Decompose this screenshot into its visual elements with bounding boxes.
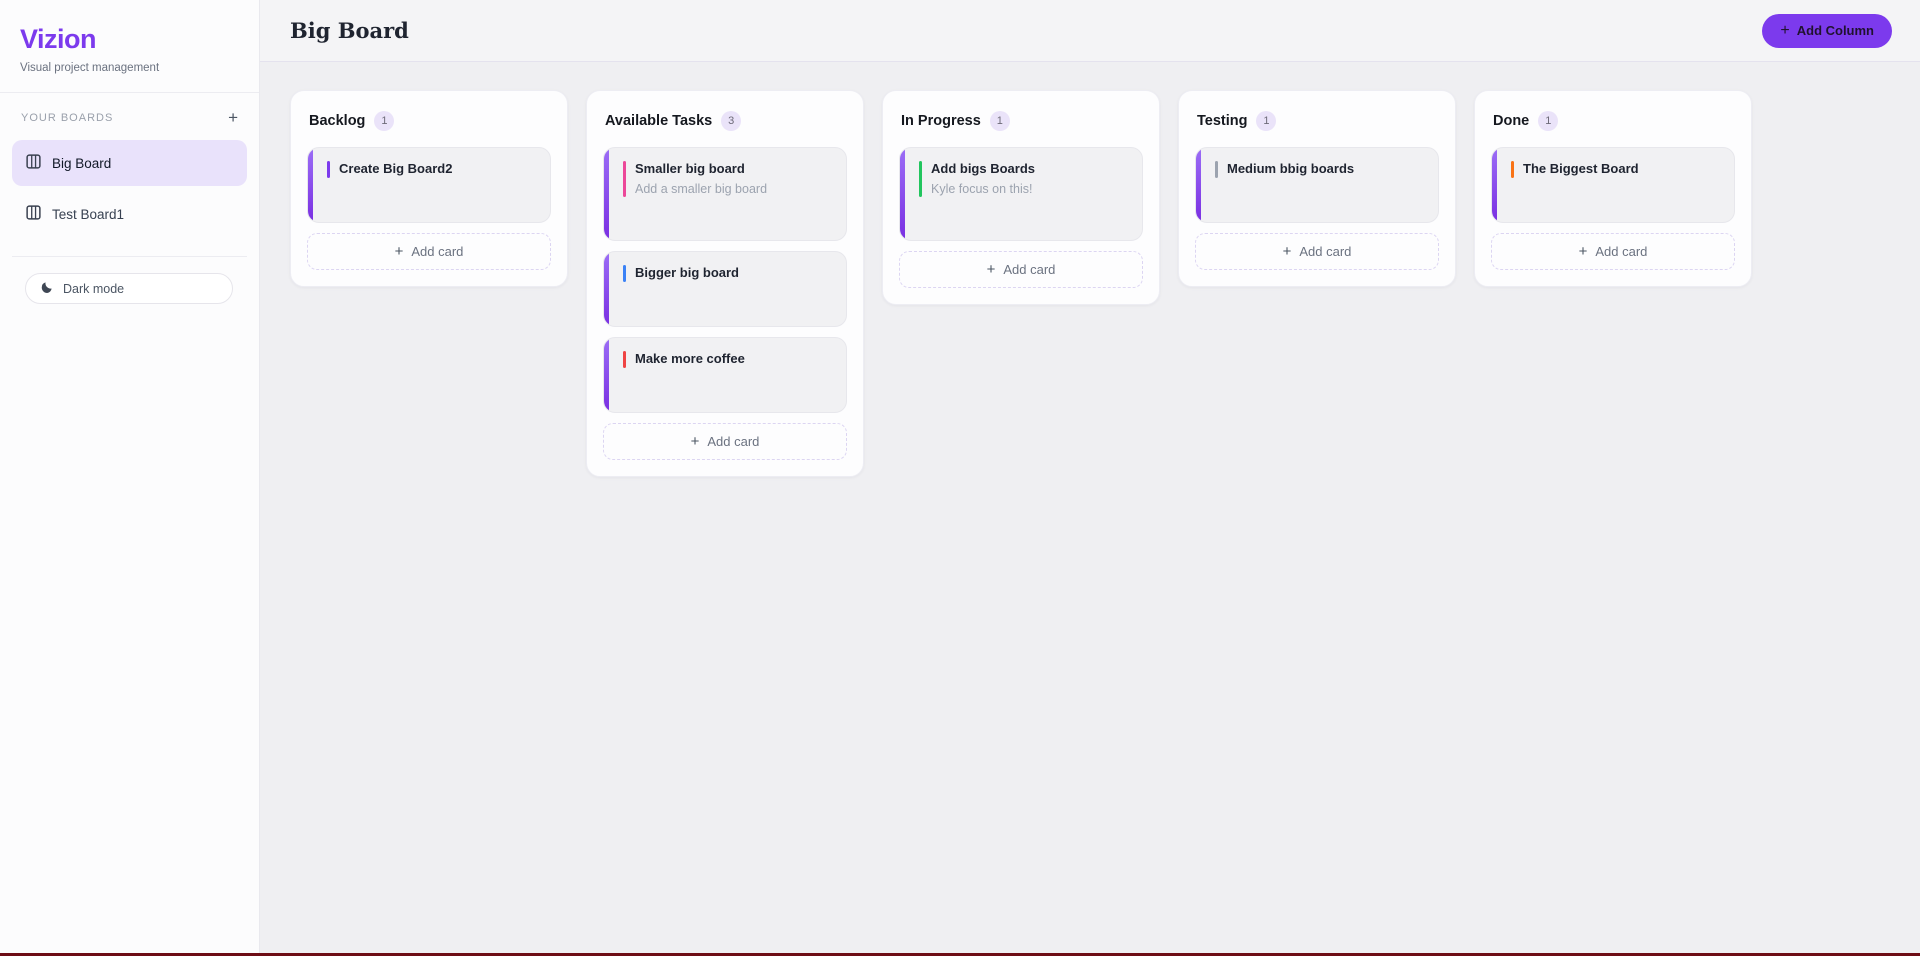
card-title: Bigger big board bbox=[635, 265, 739, 280]
column-cards: The Biggest Board bbox=[1491, 147, 1735, 223]
card-subtitle: Add a smaller big board bbox=[635, 181, 768, 196]
card-title: Smaller big board bbox=[635, 161, 745, 176]
kanban-column: Done 1 The Biggest Board + Add card bbox=[1474, 90, 1752, 287]
column-header: Testing 1 bbox=[1197, 111, 1437, 131]
kanban-card[interactable]: The Biggest Board bbox=[1491, 147, 1735, 223]
add-card-button[interactable]: + Add card bbox=[1491, 233, 1735, 270]
kanban-card[interactable]: Medium bbig boards bbox=[1195, 147, 1439, 223]
column-cards: Medium bbig boards bbox=[1195, 147, 1439, 223]
add-card-button[interactable]: + Add card bbox=[1195, 233, 1439, 270]
board-columns: Backlog 1 Create Big Board2 + Add card A… bbox=[260, 62, 1920, 477]
card-priority-bar bbox=[623, 265, 626, 282]
card-title: The Biggest Board bbox=[1523, 161, 1639, 176]
app-logo: Vizion bbox=[20, 24, 97, 54]
kanban-column: In Progress 1 Add bigs Boards Kyle focus… bbox=[882, 90, 1160, 305]
column-cards: Smaller big board Add a smaller big boar… bbox=[603, 147, 847, 413]
column-header: Done 1 bbox=[1493, 111, 1733, 131]
kanban-column: Testing 1 Medium bbig boards + Add card bbox=[1178, 90, 1456, 287]
your-boards-label: YOUR BOARDS bbox=[21, 111, 114, 124]
card-priority-bar bbox=[623, 161, 626, 198]
card-title: Medium bbig boards bbox=[1227, 161, 1355, 176]
board-icon bbox=[26, 154, 41, 172]
moon-icon bbox=[40, 280, 54, 297]
column-header: Backlog 1 bbox=[309, 111, 549, 131]
column-title: Backlog bbox=[309, 113, 366, 129]
card-priority-bar bbox=[623, 351, 626, 368]
column-count-badge: 1 bbox=[989, 111, 1010, 131]
plus-icon: + bbox=[228, 108, 238, 127]
plus-icon: + bbox=[690, 433, 700, 450]
add-card-label: Add card bbox=[1003, 262, 1056, 277]
boards-section: YOUR BOARDS + Big Board Test Board1 bbox=[0, 93, 259, 252]
page-title: Big Board bbox=[290, 18, 409, 43]
board-icon bbox=[26, 205, 41, 223]
add-card-button[interactable]: + Add card bbox=[603, 423, 847, 460]
add-column-button[interactable]: + Add Column bbox=[1762, 13, 1892, 48]
bottom-accent-bar bbox=[0, 953, 1920, 956]
plus-icon: + bbox=[1282, 243, 1292, 260]
add-card-label: Add card bbox=[707, 434, 760, 449]
column-title: Done bbox=[1493, 113, 1530, 129]
kanban-card[interactable]: Create Big Board2 bbox=[307, 147, 551, 223]
main-header: Big Board + Add Column bbox=[260, 0, 1920, 62]
add-card-label: Add card bbox=[1299, 244, 1352, 259]
column-count-badge: 1 bbox=[1256, 111, 1277, 131]
add-column-label: Add Column bbox=[1796, 23, 1874, 38]
kanban-card[interactable]: Smaller big board Add a smaller big boar… bbox=[603, 147, 847, 241]
card-priority-bar bbox=[919, 161, 922, 198]
sidebar-header: Vizion Visual project management bbox=[0, 0, 259, 92]
add-card-label: Add card bbox=[411, 244, 464, 259]
add-board-button[interactable]: + bbox=[228, 109, 238, 126]
plus-icon: + bbox=[1578, 243, 1588, 260]
kanban-card[interactable]: Bigger big board bbox=[603, 251, 847, 327]
dark-mode-toggle[interactable]: Dark mode bbox=[25, 273, 233, 304]
board-list: Big Board Test Board1 bbox=[12, 140, 247, 237]
sidebar-divider bbox=[0, 92, 259, 93]
card-subtitle: Kyle focus on this! bbox=[931, 181, 1033, 196]
board-item-label: Test Board1 bbox=[52, 206, 125, 222]
column-cards: Add bigs Boards Kyle focus on this! bbox=[899, 147, 1143, 241]
sidebar: Vizion Visual project management YOUR BO… bbox=[0, 0, 260, 956]
add-card-button[interactable]: + Add card bbox=[307, 233, 551, 270]
dark-mode-label: Dark mode bbox=[63, 281, 125, 296]
card-priority-bar bbox=[327, 161, 330, 178]
card-priority-bar bbox=[1511, 161, 1514, 178]
main-area: Big Board + Add Column Backlog 1 Create … bbox=[260, 0, 1920, 956]
sidebar-divider-2 bbox=[12, 256, 247, 257]
plus-icon: + bbox=[1780, 21, 1790, 39]
column-title: In Progress bbox=[901, 113, 981, 129]
column-cards: Create Big Board2 bbox=[307, 147, 551, 223]
column-count-badge: 3 bbox=[721, 111, 742, 131]
column-title: Available Tasks bbox=[605, 113, 713, 129]
add-card-label: Add card bbox=[1595, 244, 1648, 259]
plus-icon: + bbox=[394, 243, 404, 260]
kanban-column: Available Tasks 3 Smaller big board Add … bbox=[586, 90, 864, 477]
card-title: Add bigs Boards bbox=[931, 161, 1036, 176]
app-tagline: Visual project management bbox=[20, 62, 160, 74]
add-card-button[interactable]: + Add card bbox=[899, 251, 1143, 288]
kanban-card[interactable]: Make more coffee bbox=[603, 337, 847, 413]
card-priority-bar bbox=[1215, 161, 1218, 178]
card-title: Create Big Board2 bbox=[339, 161, 453, 176]
column-header: In Progress 1 bbox=[901, 111, 1141, 131]
card-title: Make more coffee bbox=[635, 351, 745, 366]
column-header: Available Tasks 3 bbox=[605, 111, 845, 131]
column-count-badge: 1 bbox=[374, 111, 395, 131]
sidebar-board-item[interactable]: Big Board bbox=[12, 140, 247, 186]
kanban-card[interactable]: Add bigs Boards Kyle focus on this! bbox=[899, 147, 1143, 241]
sidebar-board-item[interactable]: Test Board1 bbox=[12, 191, 247, 237]
plus-icon: + bbox=[986, 261, 996, 278]
column-title: Testing bbox=[1197, 113, 1248, 129]
column-count-badge: 1 bbox=[1538, 111, 1559, 131]
board-item-label: Big Board bbox=[52, 155, 112, 171]
kanban-column: Backlog 1 Create Big Board2 + Add card bbox=[290, 90, 568, 287]
